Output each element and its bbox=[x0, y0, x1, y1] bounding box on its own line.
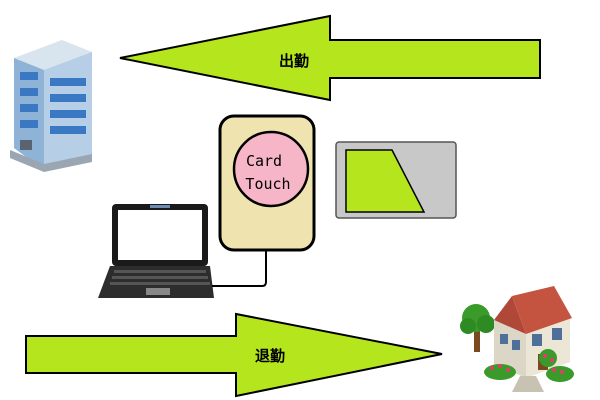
clock-in-arrow: 出勤 bbox=[119, 14, 541, 102]
reader-cable bbox=[212, 250, 267, 287]
reader-text-touch: Touch bbox=[245, 175, 290, 193]
clock-out-arrow: 退勤 bbox=[25, 312, 443, 398]
laptop-icon bbox=[98, 204, 214, 298]
ic-card-icon bbox=[335, 141, 457, 219]
reader-text-card: Card bbox=[246, 152, 282, 170]
office-building-icon bbox=[10, 40, 92, 172]
clock-in-label: 出勤 bbox=[279, 52, 309, 70]
house-icon bbox=[460, 286, 574, 392]
card-reader-icon: Card Touch bbox=[218, 114, 316, 252]
clock-out-label: 退勤 bbox=[255, 347, 285, 365]
